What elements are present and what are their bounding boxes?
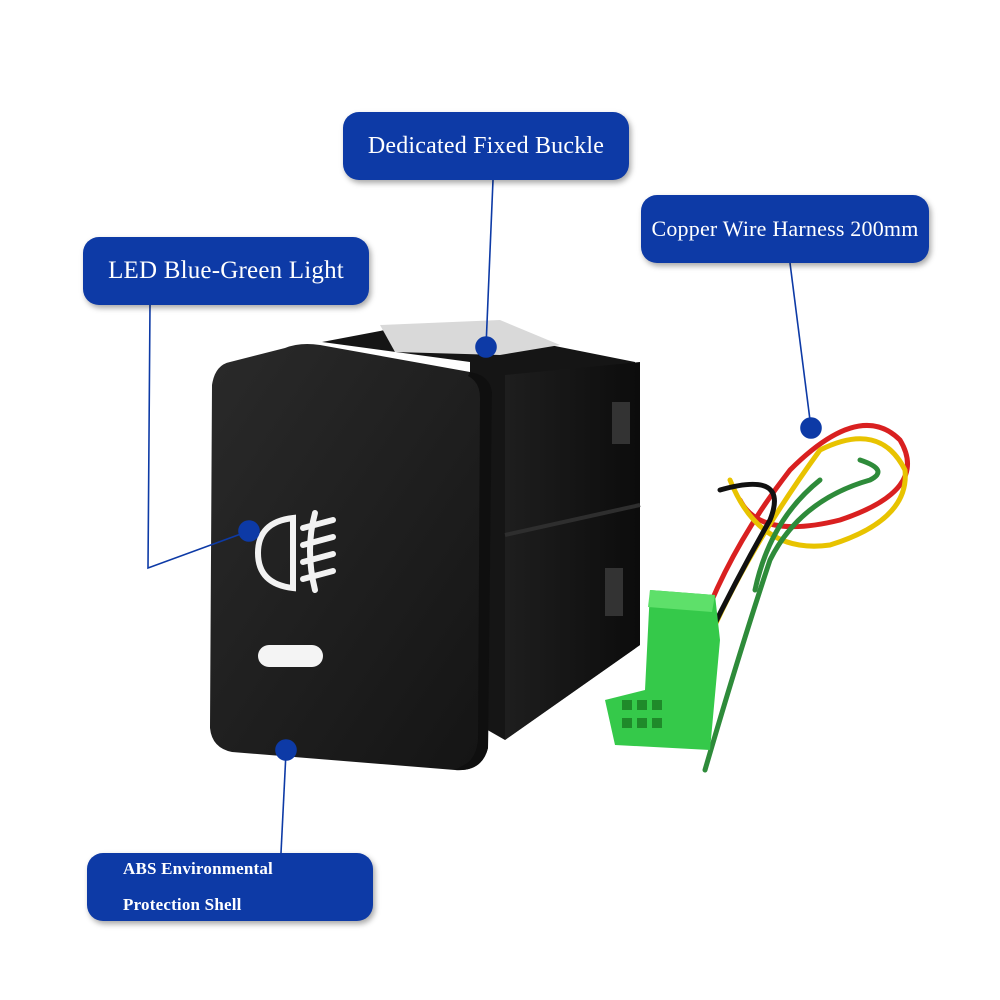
housing-slot bbox=[612, 402, 630, 444]
callout-leaders bbox=[147, 179, 822, 854]
wire-connector bbox=[605, 590, 720, 750]
housing-slot bbox=[605, 568, 623, 616]
callout-label-line2: Protection Shell bbox=[123, 895, 242, 914]
callout-label-line1: ABS Environmental bbox=[123, 859, 273, 878]
callout-led-light: LED Blue-Green Light bbox=[83, 237, 369, 305]
callout-copper-wire-harness: Copper Wire Harness 200mm bbox=[641, 195, 929, 263]
callout-dedicated-fixed-buckle: Dedicated Fixed Buckle bbox=[343, 112, 629, 180]
callout-label: Dedicated Fixed Buckle bbox=[367, 132, 605, 159]
callout-label: Copper Wire Harness 200mm bbox=[651, 216, 919, 241]
fog-light-icon bbox=[254, 510, 336, 593]
switch-button bbox=[210, 344, 492, 771]
callout-abs-shell: ABS Environmental Protection Shell bbox=[87, 853, 373, 921]
callout-label: LED Blue-Green Light bbox=[108, 257, 344, 284]
wire-harness bbox=[687, 423, 910, 773]
indicator-light bbox=[258, 645, 323, 667]
